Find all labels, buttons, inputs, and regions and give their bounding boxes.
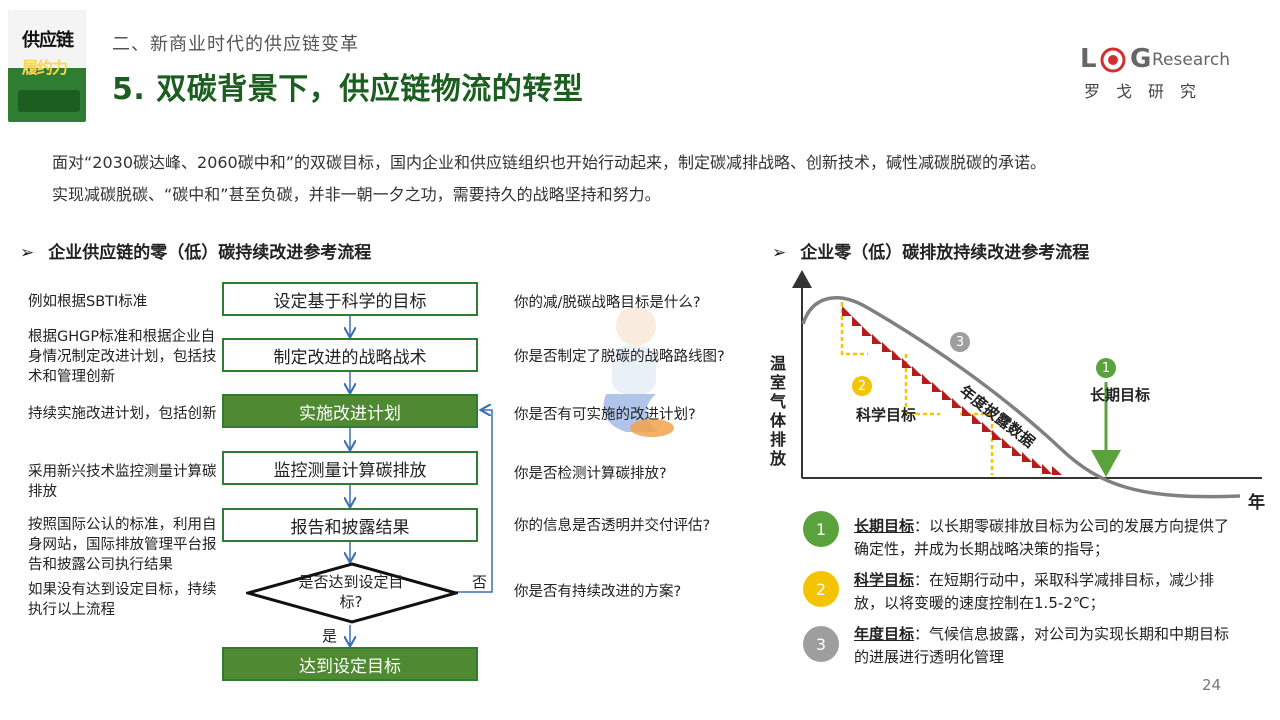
emission-curve [801,296,1241,499]
page-title: 5. 双碳背景下，供应链物流的转型 [112,72,584,107]
logo-letter-g: G [1130,44,1152,74]
target-icon [1100,47,1126,73]
note-5: 按照国际公认的标准，利用自身网站，国际排放管理平台报告和披露公司执行结果 [28,517,217,573]
legend-text-1: 长期目标：以长期零碳排放目标为公司的发展方向提供了确定性，并成为长期战略决策的指… [854,515,1234,561]
logo-letter-l: L [1080,44,1097,74]
question-2: 你是否制定了脱碳的战略路线图? [514,349,725,365]
note-1: 例如根据SBTI标准 [28,294,148,310]
step-implement: 实施改进计划 [222,394,478,428]
question-5: 你的信息是否透明并交付评估? [514,518,711,534]
legend-term-2: 科学目标 [854,571,915,589]
marker-2: 2 [852,376,872,396]
right-heading: ➢ 企业零（低）碳排放持续改进参考流程 [772,238,1089,263]
arrow-bullet-icon: ➢ [20,243,35,263]
left-heading: ➢ 企业供应链的零（低）碳持续改进参考流程 [20,238,371,263]
x-axis-label: 年 [1248,493,1265,513]
question-3: 你是否有可实施的改进计划? [514,407,696,423]
book-title-line1: 供应链 [22,30,74,51]
legend-text-2: 科学目标：在短期行动中，采取科学减排目标，减少排放，以将变暖的速度控制在1.5-… [854,569,1234,615]
book-title-line2: 履约力 [22,58,68,77]
note-6: 如果没有达到设定目标，持续执行以上流程 [28,582,217,618]
marker-1: 1 [1096,358,1116,378]
truck-illustration [18,90,80,112]
section-label: 二、新商业时代的供应链变革 [112,34,359,55]
legend-circle-1: 1 [803,511,839,547]
marker-2-label: 科学目标 [856,406,917,424]
legend-circle-3: 3 [803,626,839,662]
watermark-figure [603,306,674,437]
question-4: 你是否检测计算碳排放? [514,466,667,482]
question-6: 你是否有持续改进的方案? [514,584,682,600]
note-2: 根据GHGP标准和根据企业自身情况制定改进计划，包括技术和管理创新 [28,329,217,385]
legend-term-1: 长期目标 [854,517,915,535]
logo-chinese: 罗戈研究 [1084,82,1213,101]
right-heading-text: 企业零（低）碳排放持续改进参考流程 [800,243,1090,263]
legend-desc-1: ：以长期零碳排放目标为公司的发展方向提供了确定性，并成为长期战略决策的指导； [854,517,1230,558]
logo-research: Research [1152,50,1230,70]
science-target-lines [840,302,994,475]
step-report: 报告和披露结果 [222,508,478,542]
legend-desc-3: ：气候信息披露，对公司为实现长期和中期目标的进展进行透明化管理 [854,625,1230,666]
arrow-bullet-icon: ➢ [772,243,787,263]
legend-text-3: 年度目标：气候信息披露，对公司为实现长期和中期目标的进展进行透明化管理 [854,623,1234,669]
step-monitor: 监控测量计算碳排放 [222,451,478,485]
page-number: 24 [1202,676,1222,694]
step-set-target: 设定基于科学的目标 [222,282,478,316]
intro-line-2: 实现减碳脱碳、“碳中和”甚至负碳，并非一朝一夕之功，需要持久的战略坚持和努力。 [52,185,661,204]
legend-term-3: 年度目标 [854,625,915,643]
left-heading-text: 企业供应链的零（低）碳持续改进参考流程 [48,243,372,263]
question-1: 你的减/脱碳战略目标是什么? [514,295,701,311]
step-achieved: 达到设定目标 [222,647,478,681]
marker-3: 3 [950,332,970,352]
no-label: 否 [472,573,488,591]
legend-desc-2: ：在短期行动中，采取科学减排目标，减少排放，以将变暖的速度控制在1.5-2℃； [854,571,1215,612]
note-3: 持续实施改进计划，包括创新 [28,406,217,422]
annual-disclosure-steps [842,306,1062,475]
intro-line-1: 面对“2030碳达峰、2060碳中和”的双碳目标，国内企业和供应链组织也开始行动… [52,153,1047,172]
yes-label: 是 [322,627,338,645]
legend-circle-2: 2 [803,571,839,607]
decision-diamond [246,562,458,624]
marker-1-label: 长期目标 [1090,386,1151,404]
step-strategy: 制定改进的战略战术 [222,338,478,372]
y-axis-label: 温室气体排放 [770,354,787,468]
logo: L G Research 罗戈研究 [1080,44,1240,104]
book-cover-image: 供应链 履约力 [8,10,86,122]
note-4: 采用新兴技术监控测量计算碳排放 [28,464,217,500]
decision-label: 是否达到设定目标? [298,573,404,611]
